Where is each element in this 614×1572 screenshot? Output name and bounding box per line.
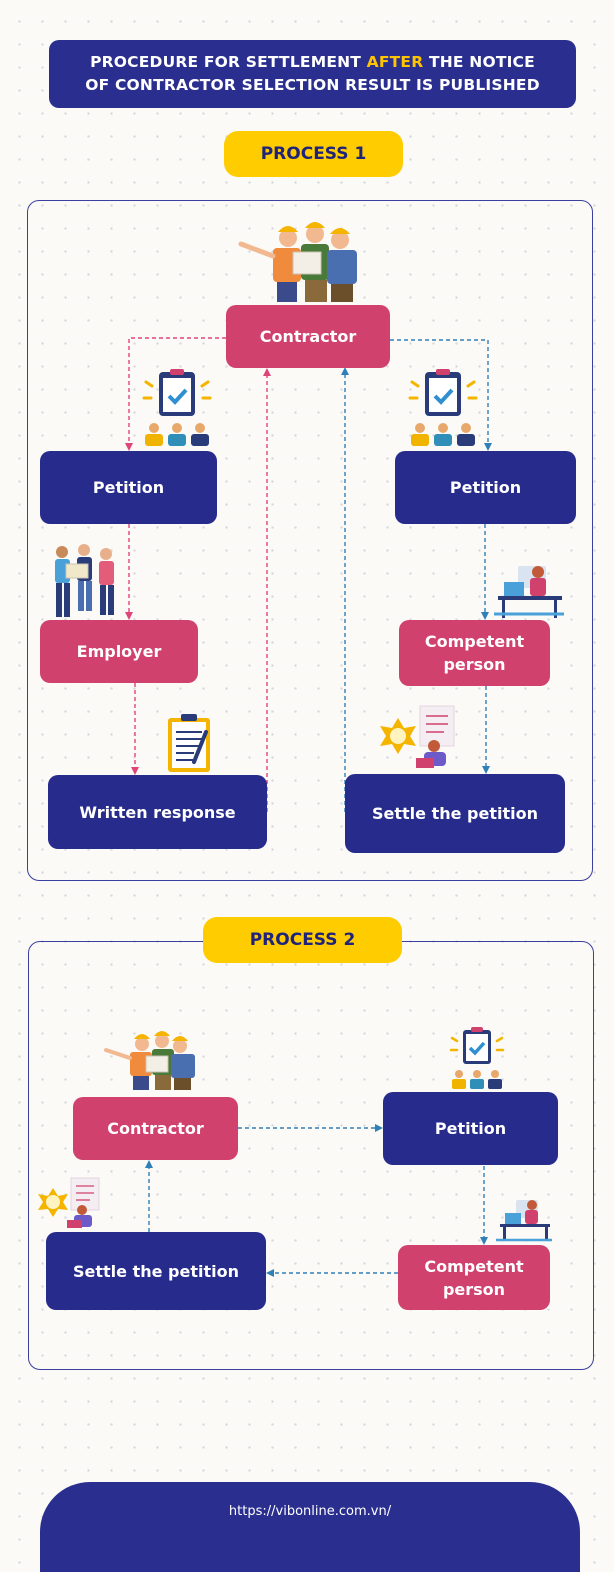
workers-group-icon [238,222,357,302]
process2-label: PROCESS 2 [203,917,402,963]
p2-node-contractor: Contractor [73,1097,238,1160]
desk-worker-icon [494,566,564,618]
node-petition-left: Petition [40,451,217,524]
clipboard-team-icon [408,369,478,446]
node-settle-petition: Settle the petition [345,774,565,853]
node-employer: Employer [40,620,198,683]
node-competent-person: Competent person [399,620,550,686]
arrow-contractor-to-petition-left [125,337,226,451]
p2-node-competent-person: Competent person [398,1245,550,1310]
p2-node-settle-petition: Settle the petition [46,1232,266,1310]
node-petition-right: Petition [395,451,576,524]
process1-frame [27,200,593,881]
meeting-people-icon [55,544,114,617]
workers-group-icon [104,1031,195,1090]
title-line1-start: PROCEDURE FOR SETTLEMENT [90,53,367,71]
idea-review-icon [38,1177,100,1228]
title-line1-end: THE NOTICE [423,53,535,71]
node-written-response: Written response [48,775,267,849]
title-highlight: AFTER [366,53,424,71]
page-title: PROCEDURE FOR SETTLEMENT AFTER THE NOTIC… [49,40,576,108]
desk-worker-icon [496,1200,552,1242]
title-line2: OF CONTRACTOR SELECTION RESULT IS PUBLIS… [85,76,540,94]
node-contractor: Contractor [226,305,390,368]
arrow-contractor-to-petition-right [390,339,492,451]
connectors [125,337,492,1277]
footer-url-link[interactable]: https://vibonline.com.vn/ [228,1504,392,1519]
process1-label: PROCESS 1 [224,131,403,177]
idea-review-icon [380,705,455,768]
p2-node-petition: Petition [383,1092,558,1165]
clipboard-team-icon [142,369,212,446]
clipboard-team-icon [449,1027,505,1089]
footer-banner: https://vibonline.com.vn/ [40,1482,580,1572]
document-pen-icon [168,714,210,772]
